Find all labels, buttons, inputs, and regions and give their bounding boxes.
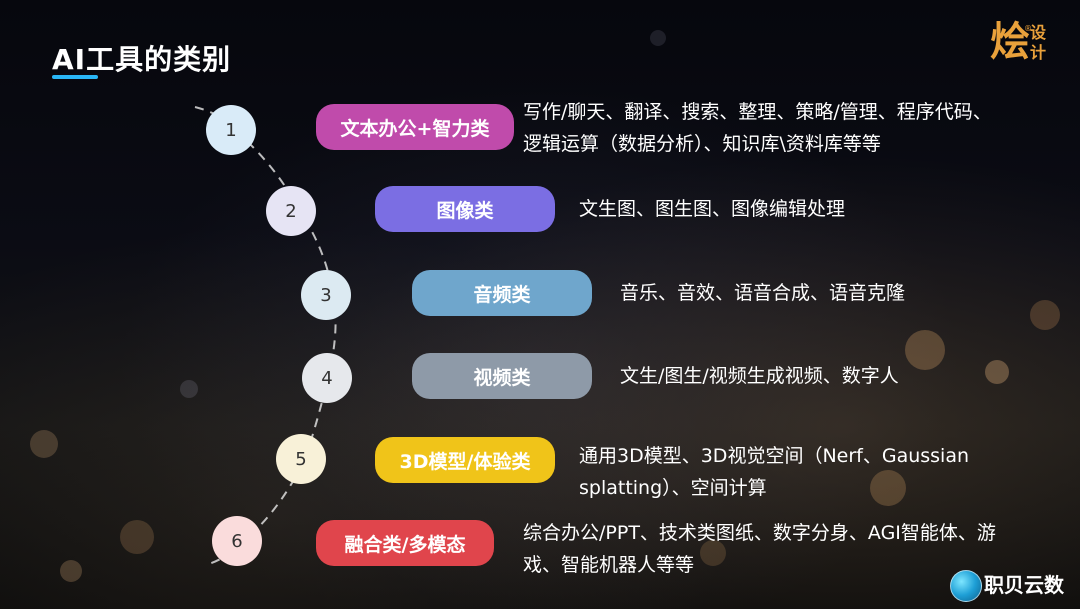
- description-line: 戏、智能机器人等等: [523, 554, 695, 576]
- description-line: 写作/聊天、翻译、搜索、整理、策略/管理、程序代码、: [523, 101, 992, 123]
- watermark-text: 职贝云数: [984, 573, 1064, 597]
- category-description: 文生/图生/视频生成视频、数字人: [620, 360, 899, 392]
- description-line: splatting）、空间计算: [579, 477, 767, 499]
- description-line: 文生/图生/视频生成视频、数字人: [620, 365, 899, 387]
- page-title: AI工具的类别: [52, 43, 232, 76]
- logo-registered-mark: ®: [1024, 24, 1032, 33]
- step-number-circle: 1: [206, 105, 256, 155]
- step-number-circle: 4: [302, 353, 352, 403]
- category-description: 音乐、音效、语音合成、语音克隆: [620, 277, 905, 309]
- step-number-circle: 3: [301, 270, 351, 320]
- step-number-circle: 5: [276, 434, 326, 484]
- description-line: 通用3D模型、3D视觉空间（Nerf、Gaussian: [579, 445, 970, 467]
- category-pill-video: 视频类: [412, 353, 592, 399]
- category-pill-audio: 音频类: [412, 270, 592, 316]
- category-description: 文生图、图生图、图像编辑处理: [579, 193, 845, 225]
- category-description: 综合办公/PPT、技术类图纸、数字分身、AGI智能体、游 戏、智能机器人等等: [523, 517, 996, 581]
- logo-char-bottom: 计: [1030, 43, 1047, 62]
- category-pill-3d: 3D模型/体验类: [375, 437, 555, 483]
- category-pill-image: 图像类: [375, 186, 555, 232]
- description-line: 文生图、图生图、图像编辑处理: [579, 198, 846, 220]
- description-line: 综合办公/PPT、技术类图纸、数字分身、AGI智能体、游: [523, 522, 996, 544]
- category-pill-text-office: 文本办公+智力类: [316, 104, 514, 150]
- watermark: 职贝云数: [950, 566, 1080, 604]
- step-number-circle: 2: [266, 186, 316, 236]
- logo-char-top: 设: [1030, 23, 1047, 42]
- brand-logo: 烩 ® 设 计: [990, 18, 1054, 68]
- globe-icon: [950, 570, 982, 602]
- description-line: 音乐、音效、语音合成、语音克隆: [620, 282, 906, 304]
- step-number-circle: 6: [212, 516, 262, 566]
- logo-main-char: 烩: [990, 18, 1030, 65]
- category-description: 写作/聊天、翻译、搜索、整理、策略/管理、程序代码、 逻辑运算（数据分析）、知识…: [523, 96, 992, 160]
- title-underline: [52, 75, 98, 79]
- description-line: 逻辑运算（数据分析）、知识库\资料库等等: [523, 133, 881, 155]
- category-description: 通用3D模型、3D视觉空间（Nerf、Gaussian splatting）、空…: [579, 440, 969, 504]
- category-pill-multimodal: 融合类/多模态: [316, 520, 494, 566]
